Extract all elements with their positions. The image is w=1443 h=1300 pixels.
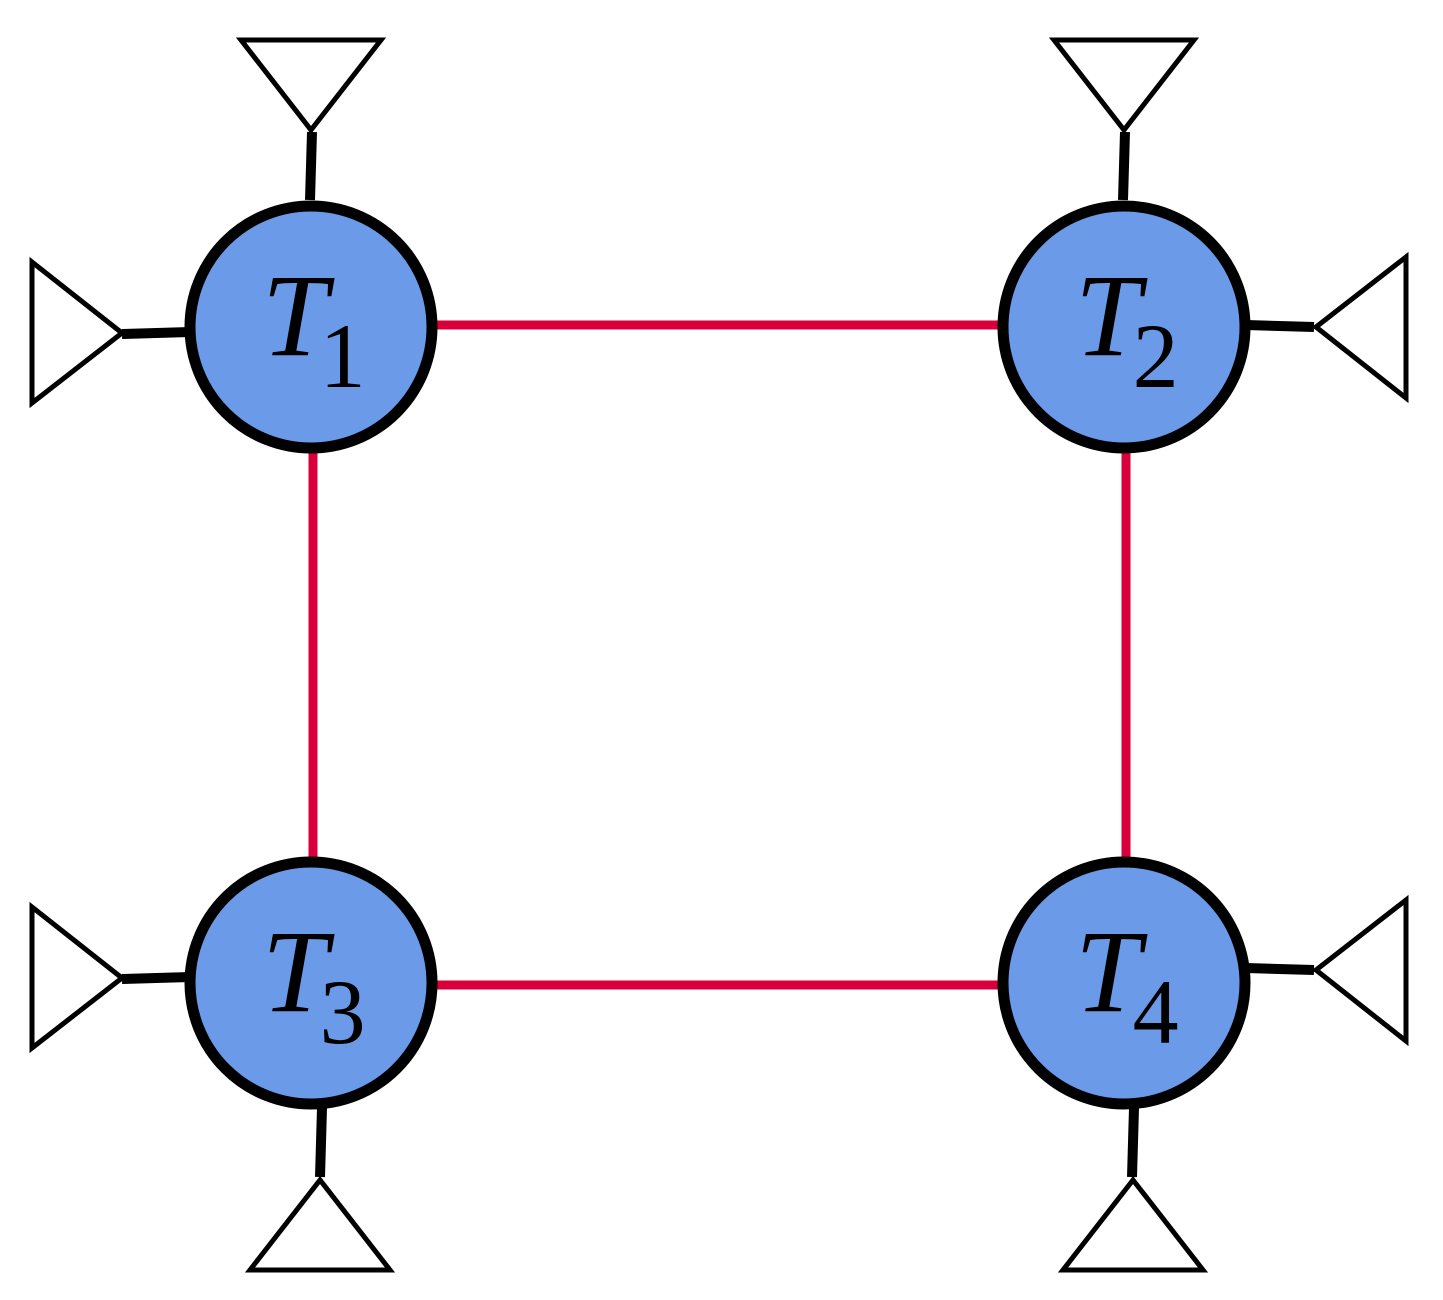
node-subscript: 1 [320,305,366,407]
leg-line [1118,131,1130,201]
leg-t2-up [1048,37,1200,201]
node-circle [997,856,1251,1110]
bonds-layer [308,320,1131,990]
node-letter: T [1075,250,1148,381]
leg-t1-up [235,37,387,201]
node-circle [184,200,438,454]
leg-t3-down [244,1107,396,1273]
leg-line [1245,963,1315,975]
node-circle [997,200,1251,454]
node-subscript: 2 [1133,305,1179,407]
node-letter: T [262,906,335,1037]
node-subscript: 4 [1133,961,1179,1063]
node-label: T1 [262,250,366,407]
leg-line [121,972,191,984]
leg-t2-right [1245,251,1409,404]
leg-t3-left [29,901,191,1054]
nodes-layer: T1 T2 T3 T4 [184,200,1251,1110]
legs-layer [29,37,1409,1273]
leg-triangle-icon [1311,894,1409,1047]
leg-t4-down [1057,1107,1209,1273]
leg-line [1245,320,1315,332]
node-letter: T [262,250,335,381]
leg-triangle-icon [235,37,387,135]
node-label: T4 [1075,906,1179,1063]
node-t2: T2 [997,200,1251,454]
leg-triangle-icon [29,256,127,409]
leg-t4-right [1245,894,1409,1047]
leg-t1-left [29,256,191,409]
leg-line [1127,1107,1139,1178]
node-t3: T3 [184,856,438,1110]
leg-triangle-icon [1057,1175,1209,1273]
node-circle [184,856,438,1110]
leg-line [305,131,317,201]
node-t4: T4 [997,856,1251,1110]
node-letter: T [1075,906,1148,1037]
node-label: T2 [1075,250,1179,407]
leg-line [121,327,191,339]
leg-triangle-icon [1048,37,1200,135]
leg-triangle-icon [1311,251,1409,404]
leg-triangle-icon [29,901,127,1054]
leg-triangle-icon [244,1175,396,1273]
node-t1: T1 [184,200,438,454]
node-label: T3 [262,906,366,1063]
node-subscript: 3 [320,961,366,1063]
leg-line [315,1107,327,1178]
